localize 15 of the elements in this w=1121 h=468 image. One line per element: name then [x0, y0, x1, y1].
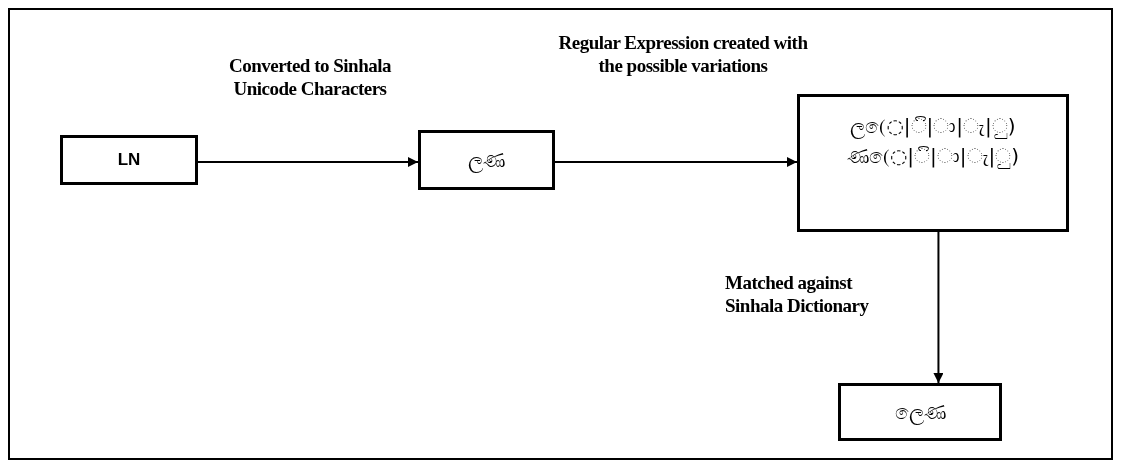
arrow — [933, 231, 944, 384]
edge-label: Regular Expression created with the possible variations — [558, 32, 808, 78]
node-text: ණ(ෙ◌|◌ි|◌ා|◌ැ|◌ු) — [846, 143, 1020, 171]
process-box — [838, 383, 1002, 441]
node-text: LN — [117, 149, 141, 172]
edge-label: Matched against Sinhala Dictionary — [725, 272, 870, 318]
node-text: ලෙණ — [894, 399, 946, 427]
process-box — [418, 130, 555, 190]
node-text: ල(ෙ◌|◌ි|◌ා|◌ැ|◌ු) — [850, 113, 1016, 141]
process-box — [797, 94, 1069, 232]
arrow — [197, 157, 419, 167]
process-box — [60, 135, 198, 185]
node-text: ලණ — [468, 147, 505, 175]
arrow — [554, 157, 798, 167]
edge-label: Converted to Sinhala Unicode Characters — [227, 55, 393, 101]
